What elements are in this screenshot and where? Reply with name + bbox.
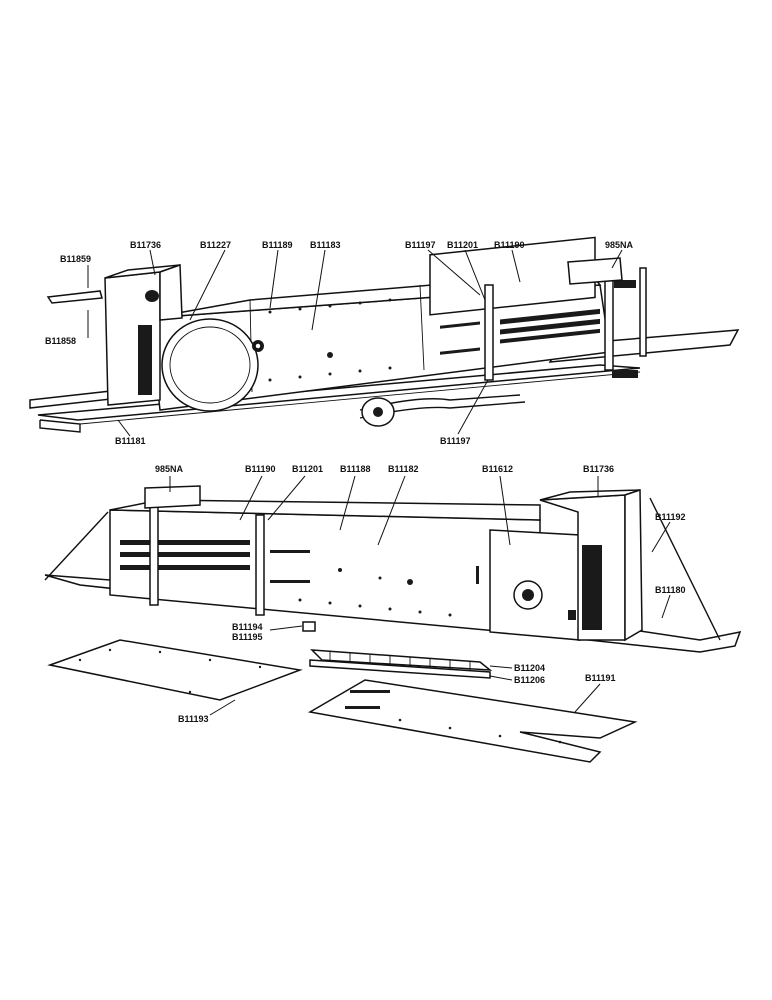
- top-assembly: [29, 236, 740, 433]
- top-leaders: [87, 249, 623, 437]
- slot-bars-top: [440, 308, 600, 355]
- label-b11183: B11183: [310, 240, 341, 250]
- label-b11736-bottom: B11736: [583, 464, 614, 474]
- label-b11201-top: B11201: [447, 240, 478, 250]
- label-b11180: B11180: [655, 585, 686, 595]
- label-b11189: B11189: [262, 240, 293, 250]
- top-labels: B11859 B11736 B11227 B11189 B11183 B1119…: [45, 240, 634, 446]
- label-985na-top: 985NA: [605, 240, 634, 250]
- label-b11859: B11859: [60, 254, 91, 264]
- loose-parts: [47, 621, 638, 763]
- label-b11181: B11181: [115, 436, 146, 446]
- strip-b11204: [310, 649, 493, 671]
- label-b11190-bottom: B11190: [245, 464, 276, 474]
- housing-bottom: [109, 509, 541, 636]
- bottom-assembly: [44, 485, 742, 653]
- strip-ribs: [329, 652, 471, 670]
- label-b11193: B11193: [178, 714, 209, 724]
- clip-b11194: [302, 621, 316, 632]
- label-b11206: B11206: [514, 675, 545, 685]
- slot-bars-bottom: [120, 540, 310, 583]
- label-985na-bottom: 985NA: [155, 464, 184, 474]
- label-b11204: B11204: [514, 663, 545, 673]
- spring-top: [612, 280, 638, 378]
- label-b11192: B11192: [655, 512, 686, 522]
- label-b11195: B11195: [232, 632, 263, 642]
- label-b11612: B11612: [482, 464, 513, 474]
- label-b11188: B11188: [340, 464, 371, 474]
- rivet-row-bottom: [298, 568, 452, 617]
- bottom-labels: 985NA B11190 B11201 B11188 B11182 B11612…: [155, 464, 686, 724]
- label-b11191: B11191: [585, 673, 616, 683]
- bottom-leaders: [169, 475, 671, 716]
- plate-b11191: [307, 679, 638, 763]
- drum-housing: [161, 318, 259, 412]
- label-b11201-bottom: B11201: [292, 464, 323, 474]
- plate-b11193: [47, 639, 303, 701]
- rivet-row-top: [268, 298, 392, 382]
- label-b11190-top: B11190: [494, 240, 525, 250]
- label-b11858: B11858: [45, 336, 76, 346]
- label-b11197-top: B11197: [405, 240, 436, 250]
- label-b11227: B11227: [200, 240, 231, 250]
- label-b11182: B11182: [388, 464, 419, 474]
- label-b11194: B11194: [232, 622, 263, 632]
- label-b11736-top: B11736: [130, 240, 161, 250]
- label-b11197-bottom: B11197: [440, 436, 471, 446]
- plate-b11193-holes: [78, 648, 262, 694]
